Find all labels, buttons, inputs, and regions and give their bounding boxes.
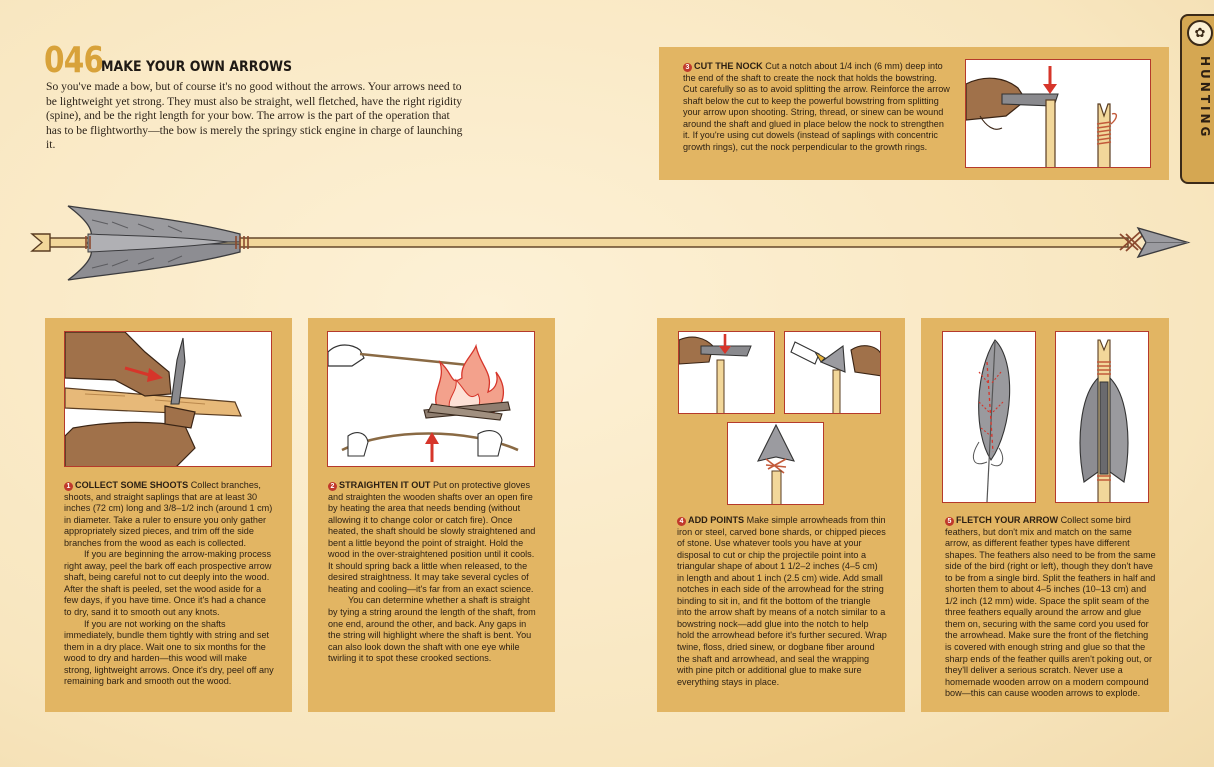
- step-1-paragraph-1: Collect branches, shoots, and straight s…: [64, 480, 273, 548]
- step-2-paragraph-1: Put on protective gloves and straighten …: [328, 480, 536, 594]
- rabbit-icon: ✿: [1187, 20, 1213, 46]
- step-4-paragraph-1: Make simple arrowheads from thin iron or…: [677, 515, 887, 687]
- section-tab-label: HUNTING: [1198, 56, 1212, 140]
- step-2-heading: STRAIGHTEN IT OUT: [339, 480, 431, 490]
- step-1-paragraph-3: If you are not working on the shafts imm…: [64, 618, 274, 687]
- notch-shaft-illustration: [678, 331, 775, 414]
- step-5-badge: 5: [945, 517, 954, 526]
- step-1-badge: 1: [64, 482, 73, 491]
- arrow-illustration: [30, 205, 1191, 281]
- step-4-badge: 4: [677, 517, 686, 526]
- step-2-badge: 2: [328, 482, 337, 491]
- glue-arrowhead-illustration: [784, 331, 881, 414]
- step-4-heading: ADD POINTS: [688, 515, 745, 525]
- bound-arrowhead-illustration: [727, 422, 824, 505]
- chapter-number: 046: [44, 40, 104, 81]
- straighten-illustration: [327, 331, 535, 467]
- step-5-paragraph-1: Collect some bird feathers, but don't mi…: [945, 515, 1156, 699]
- step-3-heading: CUT THE NOCK: [694, 61, 763, 71]
- page-title: MAKE YOUR OWN ARROWS: [101, 59, 293, 75]
- step-3-body: Cut a notch about 1/4 inch (6 mm) deep i…: [683, 61, 950, 152]
- nock-illustration: [965, 59, 1151, 168]
- step-1-paragraph-2: If you are beginning the arrow-making pr…: [64, 549, 272, 618]
- step-3-badge: 3: [683, 63, 692, 72]
- split-feather-illustration: [942, 331, 1036, 503]
- step-2-paragraph-2: You can determine whether a shaft is str…: [328, 595, 536, 664]
- peel-bark-illustration: [64, 331, 272, 467]
- fletched-arrow-illustration: [1055, 331, 1149, 503]
- intro-paragraph: So you've made a bow, but of course it's…: [46, 80, 463, 152]
- step-5-heading: FLETCH YOUR ARROW: [956, 515, 1059, 525]
- step-1-heading: COLLECT SOME SHOOTS: [75, 480, 189, 490]
